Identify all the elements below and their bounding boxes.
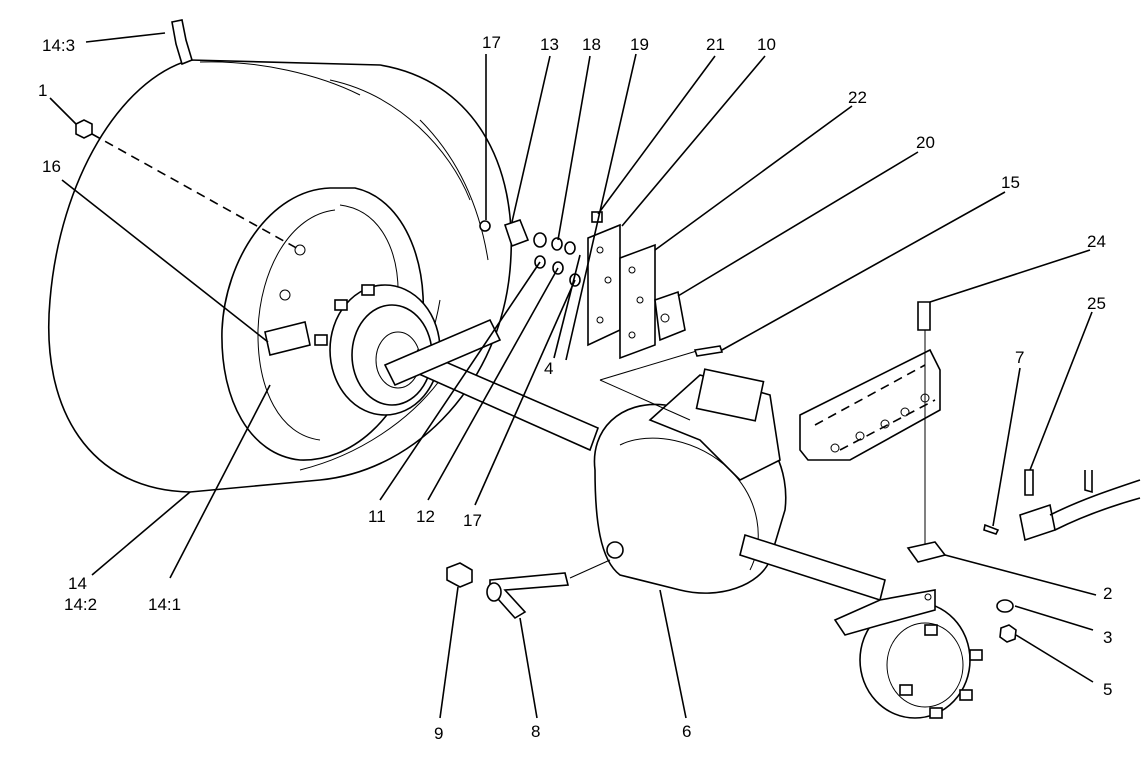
lug-nut	[75, 119, 93, 139]
callout-13: 13	[540, 35, 559, 54]
plug-9	[446, 562, 473, 588]
callout-22: 22	[848, 88, 867, 107]
spacer-13	[503, 219, 530, 248]
callout-24: 24	[1087, 232, 1106, 251]
callout-4: 4	[544, 359, 553, 378]
filler-port	[606, 541, 624, 559]
right-axle-tube	[739, 533, 886, 602]
callout-6: 6	[682, 722, 691, 741]
callout-16: 16	[42, 157, 61, 176]
callout-14: 14	[68, 574, 87, 593]
callout-19: 19	[630, 35, 649, 54]
callout-14-3: 14:3	[42, 36, 75, 55]
clevis-pin	[1024, 469, 1034, 496]
callout-20: 20	[916, 133, 935, 152]
nut-5	[999, 624, 1017, 643]
dipstick-8	[489, 572, 570, 620]
clip-2	[906, 541, 947, 563]
valve-stem	[171, 19, 193, 66]
leader-lines	[49, 32, 1097, 719]
clevis	[1019, 503, 1056, 542]
callout-14-1: 14:1	[148, 595, 181, 614]
nut-17-top	[479, 220, 491, 232]
bracket-20	[654, 290, 686, 342]
drain-parts	[446, 559, 611, 620]
washer-3	[996, 599, 1014, 613]
callout-7: 7	[1015, 348, 1024, 367]
callout-5: 5	[1103, 680, 1112, 699]
callout-3: 3	[1103, 628, 1112, 647]
callout-1: 1	[38, 81, 47, 100]
bolt-24	[917, 301, 931, 331]
callout-10: 10	[757, 35, 776, 54]
tow-bracket	[799, 301, 1141, 643]
callout-labels: 14:3 1 16 17 13 18 19 21 10 22 20 15 24 …	[38, 33, 1112, 743]
callout-18: 18	[582, 35, 601, 54]
pin-7	[983, 523, 1000, 535]
callout-14-2: 14:2	[64, 595, 97, 614]
callout-11: 11	[368, 507, 386, 526]
callout-9: 9	[434, 724, 443, 743]
callout-21: 21	[706, 35, 725, 54]
callout-17-bottom: 17	[463, 511, 482, 530]
callout-2: 2	[1103, 584, 1112, 603]
callout-12: 12	[416, 507, 435, 526]
callout-15: 15	[1001, 173, 1020, 192]
callout-25: 25	[1087, 294, 1106, 313]
axle-arm	[383, 318, 502, 387]
transaxle	[383, 318, 983, 719]
callout-17-top: 17	[482, 33, 501, 52]
mount-plates	[587, 223, 701, 421]
valve-decal	[264, 321, 311, 356]
screw-15	[693, 345, 724, 357]
callout-8: 8	[531, 722, 540, 741]
tire-assembly	[48, 19, 512, 493]
